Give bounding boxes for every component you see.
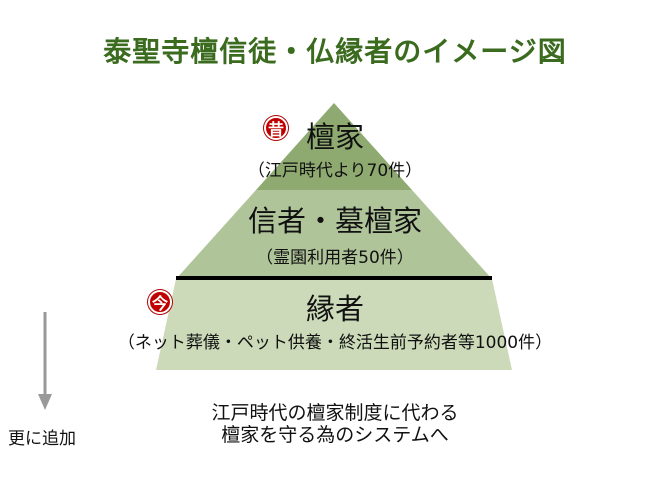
tier-middle-detail: （霊園利用者50件） [256, 248, 414, 268]
tier-middle-name: 信者・墓檀家 [247, 204, 422, 238]
tier-bottom-name: 縁者 [305, 292, 364, 326]
diagram-title: 泰聖寺檀信徒・仏縁者のイメージ図 [103, 35, 567, 68]
tier-bottom-detail: （ネット葬儀・ペット供養・終活生前予約者等1000件） [117, 333, 553, 353]
additional-arrow-head [38, 394, 52, 410]
tier-top-name: 檀家 [305, 120, 364, 154]
tier-top-detail: （江戸時代より70件） [247, 161, 423, 181]
tier-middle-shape [176, 190, 492, 279]
present-badge-icon: 今 [148, 290, 172, 314]
caption-line-2: 檀家を守る為のシステムへ [221, 424, 449, 446]
past-badge-icon: 昔 [264, 116, 288, 140]
tier-bottom-shape [156, 279, 512, 370]
arrow-label: 更に追加 [8, 429, 76, 449]
tier-top-shape [256, 103, 412, 190]
caption-line-1: 江戸時代の檀家制度に代わる [211, 402, 459, 424]
